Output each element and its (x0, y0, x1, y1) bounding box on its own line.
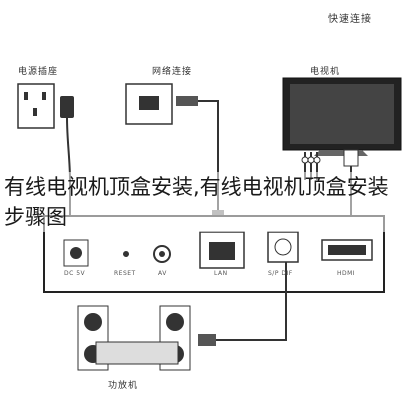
port-label-reset: RESET (114, 270, 136, 277)
port-label-spdif: S/P DIF (268, 270, 293, 277)
tv-icon (282, 77, 402, 156)
port-label-hdmi: HDMI (337, 270, 356, 277)
optical-cable-icon (198, 262, 287, 346)
label-amp: 功放机 (108, 381, 139, 391)
label-power-outlet: 电源插座 (18, 67, 59, 77)
network-socket-icon (125, 83, 173, 125)
caption-overlay: 有线电视机顶盒安装,有线电视机顶盒安装步骤图 (4, 172, 406, 232)
port-label-lan: LAN (214, 270, 228, 277)
label-tv: 电视机 (310, 67, 341, 77)
corner-label: 快速连接 (328, 14, 372, 25)
power-outlet-icon (17, 83, 55, 129)
amplifier-icon (77, 305, 191, 371)
port-label-av: AV (158, 270, 167, 277)
label-network: 网络连接 (152, 67, 193, 77)
port-label-dc: DC 5V (64, 270, 86, 277)
